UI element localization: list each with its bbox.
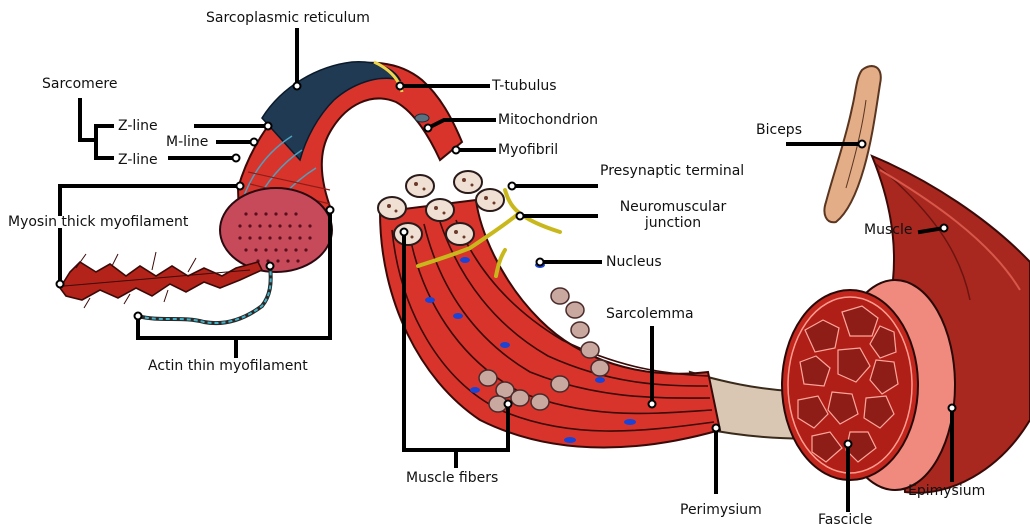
label-perimysium: Perimysium xyxy=(680,502,762,518)
label-biceps: Biceps xyxy=(756,122,802,138)
label-z-line-bottom: Z-line xyxy=(118,152,158,168)
fascicle-cross-section xyxy=(782,280,955,490)
label-neuromuscular-junction: Neuromuscular junction xyxy=(598,199,748,231)
label-nucleus: Nucleus xyxy=(606,254,662,270)
label-sarcolemma: Sarcolemma xyxy=(606,306,694,322)
label-mitochondrion: Mitochondrion xyxy=(498,112,598,128)
label-myosin-thick-myofilament: Myosin thick myofilament xyxy=(8,214,188,230)
label-sarcomere: Sarcomere xyxy=(42,76,118,92)
label-neuromuscular-line-2: junction xyxy=(598,215,748,231)
label-myofibril: Myofibril xyxy=(498,142,558,158)
label-sarcoplasmic-reticulum: Sarcoplasmic reticulum xyxy=(206,10,370,26)
label-m-line: M-line xyxy=(166,134,208,150)
label-t-tubulus: T-tubulus xyxy=(492,78,557,94)
label-muscle-fibers: Muscle fibers xyxy=(406,470,498,486)
label-actin-thin-myofilament: Actin thin myofilament xyxy=(148,358,308,374)
label-z-line-top: Z-line xyxy=(118,118,158,134)
label-neuromuscular-line-1: Neuromuscular xyxy=(598,199,748,215)
muscle-fiber-bundle xyxy=(380,200,720,448)
myofibril-cross-section xyxy=(220,188,332,272)
label-presynaptic-terminal: Presynaptic terminal xyxy=(600,163,744,179)
label-muscle: Muscle xyxy=(864,222,912,238)
myosin-filament-illustration xyxy=(60,252,262,308)
label-fascicle: Fascicle xyxy=(818,512,872,527)
label-epimysium: Epimysium xyxy=(908,483,985,499)
